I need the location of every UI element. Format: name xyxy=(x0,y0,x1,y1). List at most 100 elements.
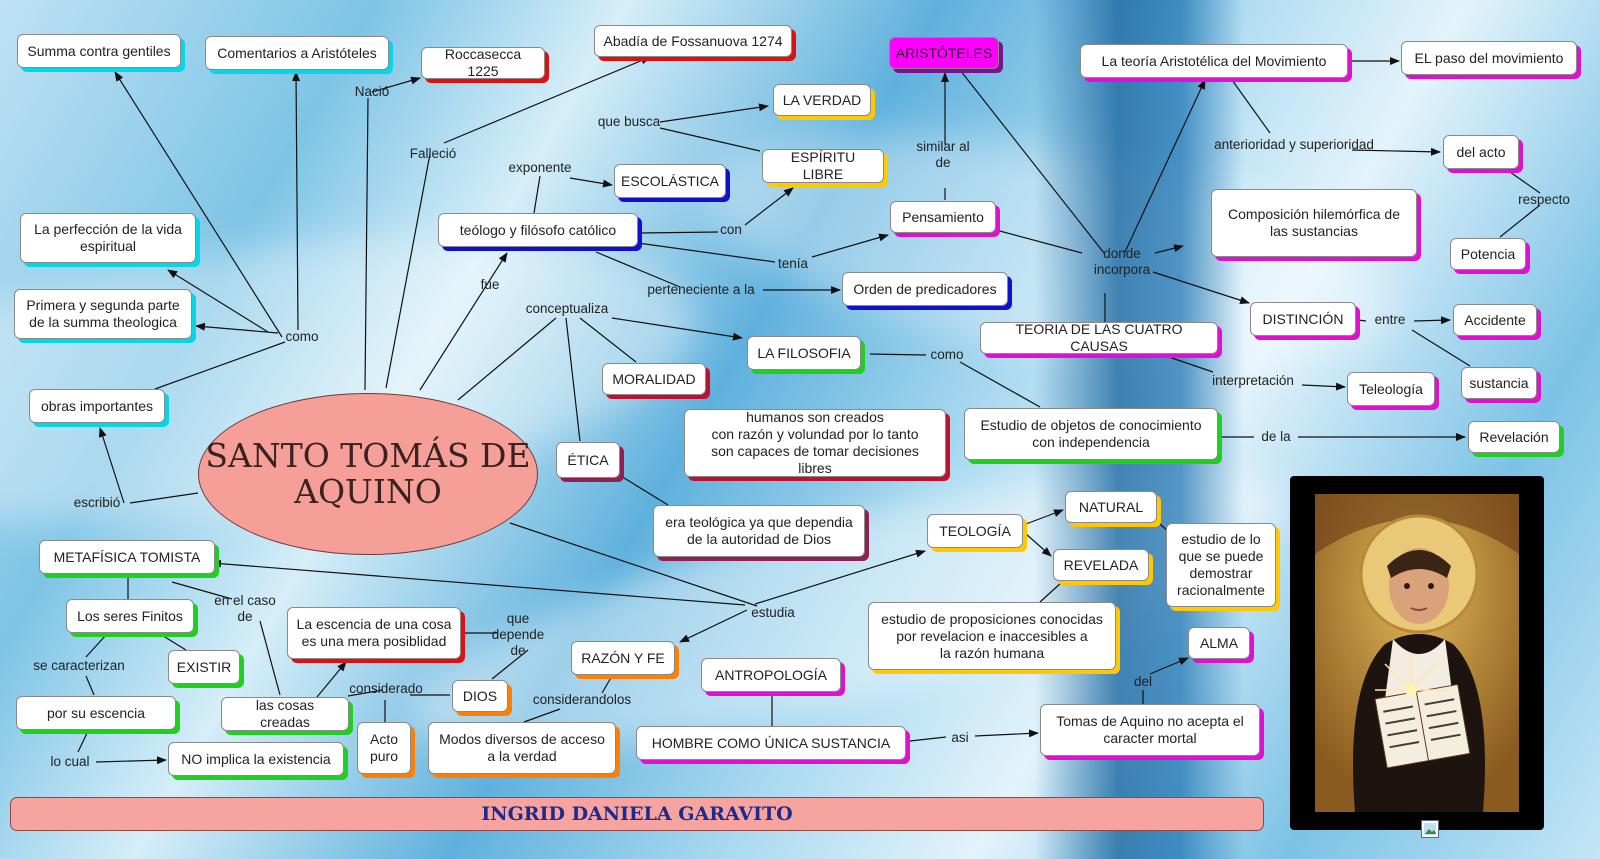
node-perfeccion[interactable]: La perfección de la vida espiritual xyxy=(20,213,196,263)
node-potencia[interactable]: Potencia xyxy=(1450,238,1526,270)
connector-line xyxy=(610,469,669,506)
node-humanos[interactable]: humanos son creados con razón y volundad… xyxy=(684,409,946,477)
node-esencia-cosa[interactable]: La escencia de una cosa es una mera posi… xyxy=(287,607,461,659)
connector-line xyxy=(1124,79,1206,253)
node-antropologia[interactable]: ANTROPOLOGÍA xyxy=(701,658,841,692)
node-modos[interactable]: Modos diversos de acceso a la verdad xyxy=(428,722,616,774)
node-alma[interactable]: ALMA xyxy=(1188,627,1250,659)
connector-line xyxy=(292,71,301,331)
link-label-con: con xyxy=(720,222,742,237)
link-label-fallecio: Falleció xyxy=(409,146,457,161)
node-teologo[interactable]: teólogo y filósofo católico xyxy=(438,213,638,247)
link-label-interpretacion: interpretación xyxy=(1212,373,1294,388)
node-comentarios[interactable]: Comentarios a Aristóteles xyxy=(205,36,389,70)
node-obras[interactable]: obras importantes xyxy=(29,389,165,423)
link-label-nacio: Nació xyxy=(354,84,390,99)
image-icon[interactable] xyxy=(1421,820,1439,838)
link-label-lo-cual: lo cual xyxy=(50,754,90,769)
node-la-filosofia[interactable]: LA FILOSOFIA xyxy=(747,336,861,370)
node-acto-puro[interactable]: Acto puro xyxy=(357,722,411,774)
connector-line xyxy=(1357,319,1367,322)
node-hombre[interactable]: HOMBRE COMO ÚNICA SUSTANCIA xyxy=(636,726,906,760)
node-distincion[interactable]: DISTINCIÓN xyxy=(1250,302,1356,336)
link-label-considerado: considerado xyxy=(349,681,423,696)
connector-line xyxy=(637,242,776,263)
connector-line xyxy=(77,730,89,753)
node-por-esencia[interactable]: por su escencia xyxy=(16,696,176,730)
node-teleologia[interactable]: Teleología xyxy=(1347,372,1435,406)
node-escolastica[interactable]: ESCOLÁSTICA xyxy=(614,164,726,198)
connector-line xyxy=(869,353,927,356)
connector-line xyxy=(601,675,613,694)
connector-line xyxy=(509,522,758,607)
link-label-entre: entre xyxy=(1374,312,1406,327)
node-del-acto[interactable]: del acto xyxy=(1443,135,1519,169)
node-primera-segunda[interactable]: Primera y segunda parte de la summa theo… xyxy=(14,289,192,339)
node-dios[interactable]: DIOS xyxy=(452,680,508,712)
link-label-estudia: estudia xyxy=(751,605,795,620)
connector-line xyxy=(679,609,748,643)
link-label-similar: similar al de xyxy=(916,139,970,170)
link-label-respecto: respecto xyxy=(1518,192,1570,207)
link-label-anterioridad: anterioridad y superioridad xyxy=(1214,137,1374,152)
connector-line xyxy=(114,71,283,338)
node-la-verdad[interactable]: LA VERDAD xyxy=(773,84,871,116)
node-revelada[interactable]: REVELADA xyxy=(1053,549,1149,581)
saint-portrait-icon xyxy=(1315,494,1519,812)
node-teoria-mov[interactable]: La teoría Aristotélica del Movimiento xyxy=(1080,44,1348,78)
node-revelacion[interactable]: Revelación xyxy=(1468,421,1560,453)
node-aristoteles[interactable]: ARISTÓTELES xyxy=(889,37,999,69)
node-summa-contra[interactable]: Summa contra gentiles xyxy=(17,34,181,68)
connector-line xyxy=(259,620,281,696)
node-razon-fe[interactable]: RAZÓN Y FE xyxy=(571,641,675,675)
node-seres-finitos[interactable]: Los seres Finitos xyxy=(66,599,194,633)
node-existir[interactable]: EXISTIR xyxy=(168,650,240,684)
connector-line xyxy=(385,153,431,389)
node-etica[interactable]: ÉTICA xyxy=(556,442,620,478)
node-fossanuova[interactable]: Abadía de Fossanuova 1274 xyxy=(594,25,792,57)
portrait-image xyxy=(1290,476,1544,830)
connector-line xyxy=(909,736,947,742)
connector-line xyxy=(1411,329,1471,367)
link-label-se-caracterizan: se caracterizan xyxy=(33,658,125,673)
node-orden[interactable]: Orden de predicadores xyxy=(842,272,1008,306)
connector-line xyxy=(595,251,681,288)
node-tomas-no-acepta[interactable]: Tomas de Aquino no acepta el caracter mo… xyxy=(1040,704,1260,756)
node-estudio-objetos[interactable]: Estudio de objetos de conocimiento con i… xyxy=(964,408,1218,460)
connector-line xyxy=(167,269,269,333)
connector-line xyxy=(1039,581,1063,603)
node-natural[interactable]: NATURAL xyxy=(1065,491,1157,523)
node-pensamiento[interactable]: Pensamiento xyxy=(890,201,996,233)
node-sustancia[interactable]: sustancia xyxy=(1461,367,1537,399)
link-label-como-filosofia: como xyxy=(930,347,964,362)
node-estudio-lo[interactable]: estudio de lo que se puede demostrar rac… xyxy=(1166,523,1276,607)
connector-line xyxy=(959,361,1041,408)
node-accidente[interactable]: Accidente xyxy=(1453,304,1537,336)
link-label-donde: donde incorpora xyxy=(1093,246,1151,277)
connector-line xyxy=(347,689,384,697)
connector-line xyxy=(316,661,347,698)
connector-line xyxy=(1154,244,1184,254)
node-estudio-prop[interactable]: estudio de proposiciones conocidas por r… xyxy=(868,602,1116,670)
node-composicion[interactable]: Composición hilemórfica de las sustancia… xyxy=(1211,189,1417,257)
node-cosas-creadas[interactable]: las cosas creadas xyxy=(221,697,349,731)
node-roccasecca[interactable]: Roccasecca 1225 xyxy=(421,46,545,79)
node-no-implica[interactable]: NO implica la existencia xyxy=(168,742,344,776)
connector-line xyxy=(523,708,561,723)
node-teoria-causas[interactable]: TEORIA DE LAS CUATRO CAUSAS xyxy=(980,321,1218,354)
central-topic[interactable]: SANTO TOMÁS DE AQUINO xyxy=(198,393,538,555)
node-moralidad[interactable]: MORALIDAD xyxy=(602,363,706,395)
connector-line xyxy=(569,177,613,188)
link-label-que-depende: que depende de xyxy=(491,611,545,658)
connector-line xyxy=(565,317,581,442)
connector-line xyxy=(959,69,1105,254)
node-teologia[interactable]: TEOLOGÍA xyxy=(927,514,1023,548)
node-era-teologica[interactable]: era teológica ya que dependia de la auto… xyxy=(653,505,865,557)
connector-line xyxy=(195,322,279,334)
connector-line xyxy=(659,103,769,123)
node-metafisica[interactable]: METAFÍSICA TOMISTA xyxy=(39,540,215,574)
link-label-perteneciente: perteneciente a la xyxy=(647,282,755,297)
node-espiritu-libre[interactable]: ESPÍRITU LIBRE xyxy=(762,149,884,183)
node-paso-mov[interactable]: EL paso del movimiento xyxy=(1401,41,1577,75)
